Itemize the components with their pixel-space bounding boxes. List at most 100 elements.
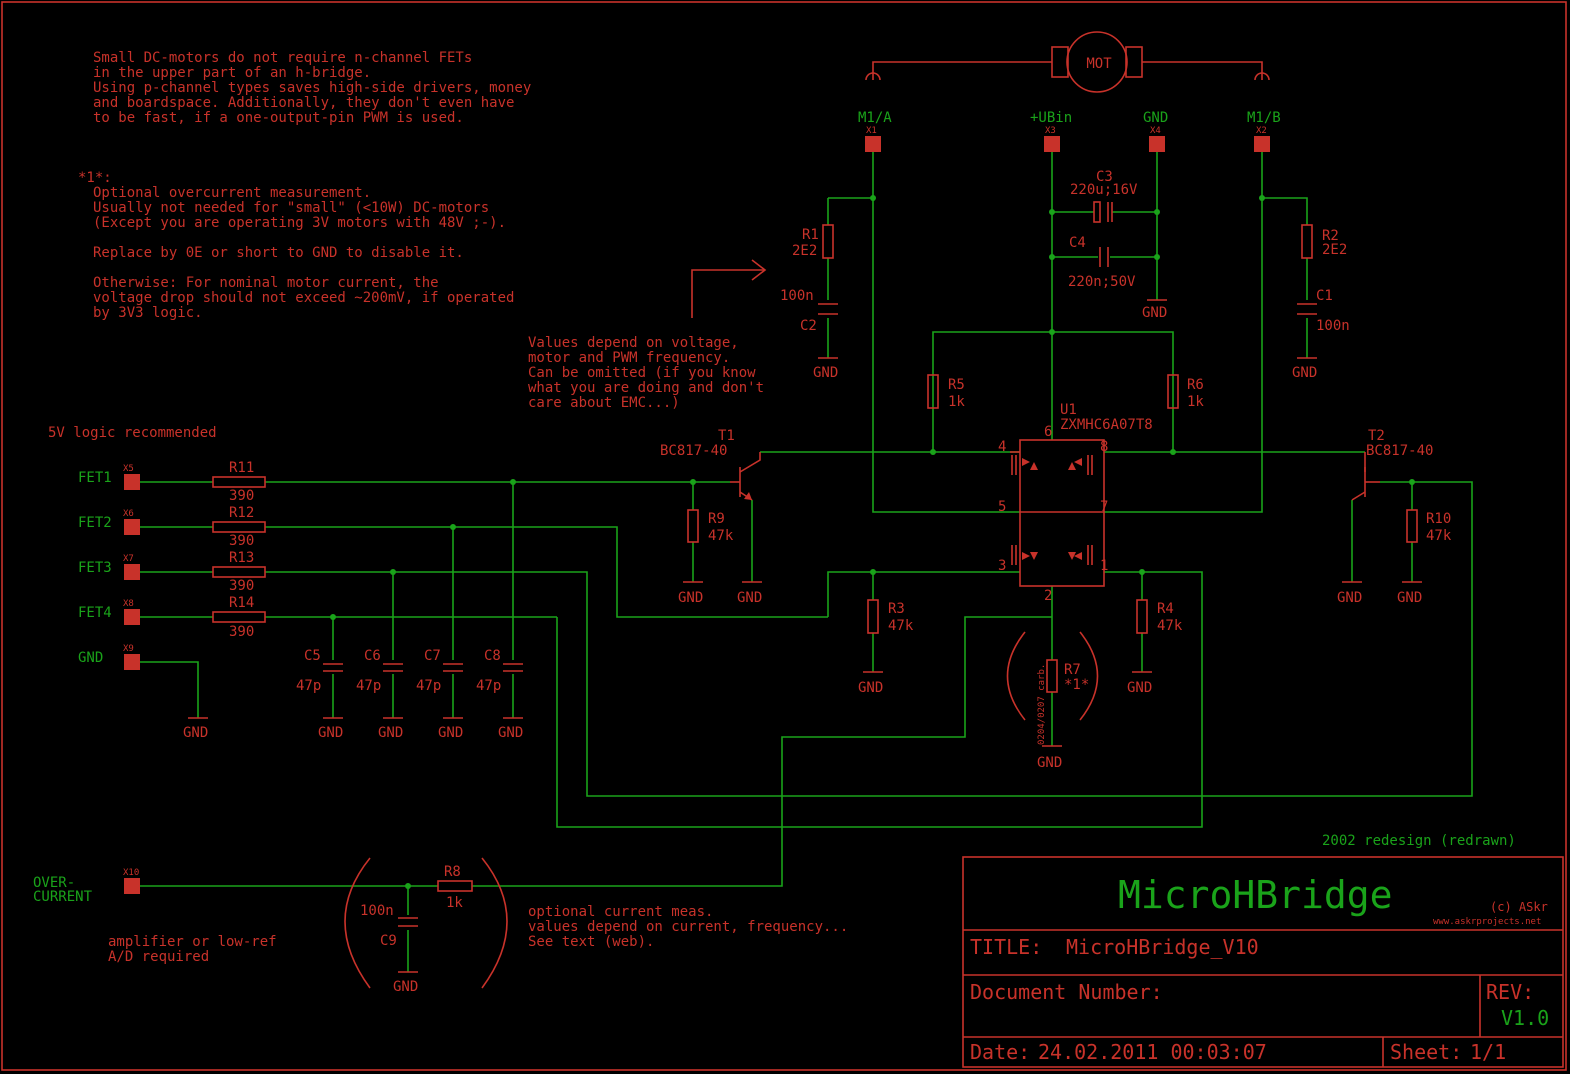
project-name: MicroHBridge [1118,873,1393,917]
x6-ref: X6 [123,509,134,519]
u1-pin-3: 3 [998,558,1006,574]
gnd-label: GND [378,725,403,741]
t2-val: BC817-40 [1366,443,1433,459]
wires [140,152,1473,972]
c7-val: 47p [416,678,441,694]
r14-val: 390 [229,624,254,640]
title-block: MicroHBridge (c) ASkr www.askrprojects.n… [962,856,1564,1068]
rev-value: V1.0 [1501,1006,1549,1030]
x8-name: FET4 [78,605,112,621]
adc-note: amplifier or low-ref A/D required [108,934,285,965]
x7-name: FET3 [78,560,112,576]
r13-ref: R13 [229,550,254,566]
annotation-arrow [691,259,767,318]
gnd-label: GND [318,725,343,741]
c5-val: 47p [296,678,321,694]
copyright: (c) ASkr [1490,900,1548,914]
r11-val: 390 [229,488,254,504]
r5-val: 1k [948,394,965,410]
gnd-label: GND [498,725,523,741]
t1-ref: T1 [718,428,735,444]
c3-ref: C3 [1096,169,1113,185]
r3-val: 47k [888,618,914,634]
gnd-label: GND [183,725,208,741]
r6-val: 1k [1187,394,1204,410]
title-value: MicroHBridge_V10 [1066,935,1259,959]
u1-hbridge-ic: 4 6 8 5 7 3 1 2 [998,424,1108,604]
x3-name: +UBin [1030,110,1072,126]
website: www.askrprojects.net [1433,917,1541,927]
r7-val: *1* [1064,677,1089,693]
c1-val: 100n [1316,318,1350,334]
c3-val: 220u;16V [1070,182,1138,198]
logic-note: 5V logic recommended [48,425,217,441]
c7-ref: C7 [424,648,441,664]
c1-ref: C1 [1316,288,1333,304]
x10-name: OVER- CURRENT [33,875,93,905]
date-label: Date: [970,1040,1030,1064]
c2-ref: C2 [800,318,817,334]
c8-val: 47p [476,678,501,694]
transistor-t1 [730,452,761,501]
gnd-label: GND [678,590,703,606]
r7-package: 0204/0207 carb. [1037,664,1047,745]
x8-ref: X8 [123,599,134,609]
u1-pin-8: 8 [1100,439,1108,455]
t2-ref: T2 [1368,428,1385,444]
gnd-label: GND [737,590,762,606]
motor-symbol [865,31,1270,93]
gnd-label: GND [1337,590,1362,606]
u1-val: ZXMHC6A07T8 [1060,417,1153,433]
r11-ref: R11 [229,460,254,476]
x5-ref: X5 [123,464,134,474]
c4-val: 220n;50V [1068,274,1136,290]
u1-pin-1: 1 [1100,558,1108,574]
r7-ref: R7 [1064,662,1081,678]
x9-name: GND [78,650,103,666]
gnd-label: GND [1127,680,1152,696]
r1-val: 2E2 [792,243,817,259]
sheet-value: 1/1 [1470,1040,1506,1064]
r5-ref: R5 [948,377,965,393]
r13-val: 390 [229,578,254,594]
intro-note: Small DC-motors do not require n-channel… [93,50,540,126]
connector-pads [124,136,1270,894]
u1-pin-7: 7 [1100,499,1108,515]
gnd-label: GND [438,725,463,741]
t1-val: BC817-40 [660,443,727,459]
transistor-t2 [1351,452,1380,501]
ground-symbols [188,299,1422,973]
resistors [212,224,1418,892]
x2-ref: X2 [1256,126,1267,136]
title-label: TITLE: [970,935,1042,959]
sheet-label: Sheet: [1390,1040,1462,1064]
c6-ref: C6 [364,648,381,664]
x2-name: M1/B [1247,110,1281,126]
r10-val: 47k [1426,528,1452,544]
gnd-label: GND [813,365,838,381]
r8-val: 1k [446,895,463,911]
c9-ref: C9 [380,933,397,949]
motor-label: MOT [1086,56,1112,72]
r1-ref: R1 [802,227,819,243]
document-number-label: Document Number: [970,980,1163,1004]
c6-val: 47p [356,678,381,694]
c5-ref: C5 [304,648,321,664]
r8-ref: R8 [444,864,461,880]
gnd-label: GND [1037,755,1062,771]
rev-label: REV: [1486,980,1534,1004]
c9-val: 100n [360,903,394,919]
footnote-note: *1*: Optional overcurrent measurement. U… [78,170,523,321]
x9-ref: X9 [123,644,134,654]
x4-ref: X4 [1150,126,1161,136]
c2-val: 100n [780,288,814,304]
x1-name: M1/A [858,110,892,126]
r9-val: 47k [708,528,734,544]
u1-ref: U1 [1060,402,1077,418]
gnd-label: GND [858,680,883,696]
x5-name: FET1 [78,470,112,486]
overcurrent-note: optional current meas. values depend on … [528,904,857,950]
r4-ref: R4 [1157,601,1174,617]
r3-ref: R3 [888,601,905,617]
